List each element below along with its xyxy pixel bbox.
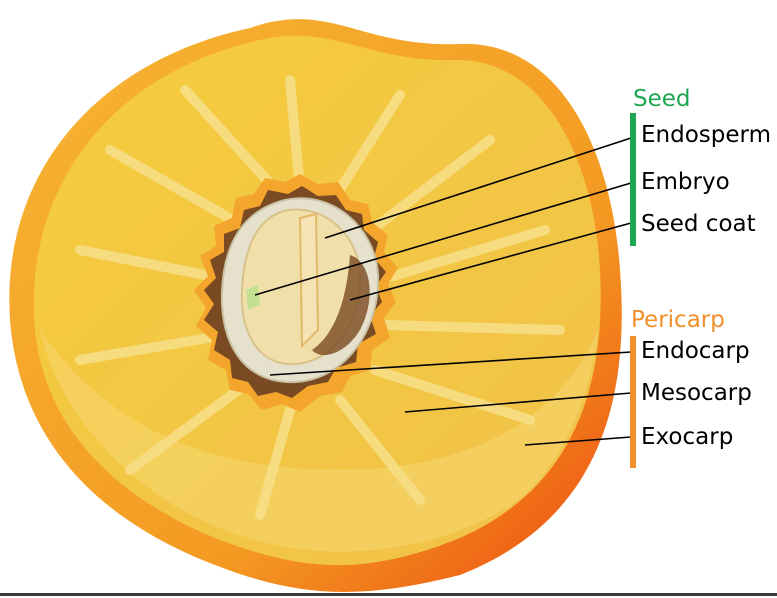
- leader-mesocarp: [404, 392, 632, 413]
- seed-heading: Seed: [633, 86, 691, 112]
- leader-embryo: [254, 182, 632, 296]
- leader-lines: [254, 137, 632, 446]
- label-embryo: Embryo: [641, 169, 730, 195]
- label-endocarp: Endocarp: [641, 338, 750, 364]
- embryo-radicle: [246, 285, 260, 310]
- mesocarp-light-region: [40, 330, 598, 552]
- label-exocarp: Exocarp: [641, 424, 734, 450]
- label-seed-coat: Seed coat: [641, 211, 756, 237]
- seed-bracket: [630, 113, 636, 246]
- bottom-divider: [0, 593, 777, 596]
- label-endosperm: Endosperm: [641, 122, 771, 148]
- label-mesocarp: Mesocarp: [641, 380, 752, 406]
- leader-exocarp: [524, 436, 632, 446]
- embryo-shape: [298, 212, 320, 349]
- leader-seed-coat: [349, 222, 632, 301]
- mesocarp-fibers: [75, 75, 565, 520]
- leader-endosperm: [324, 137, 632, 239]
- leader-endocarp: [269, 351, 632, 376]
- pericarp-bracket: [630, 336, 636, 468]
- seed-coat-fold: [312, 255, 370, 356]
- pericarp-heading: Pericarp: [631, 307, 725, 333]
